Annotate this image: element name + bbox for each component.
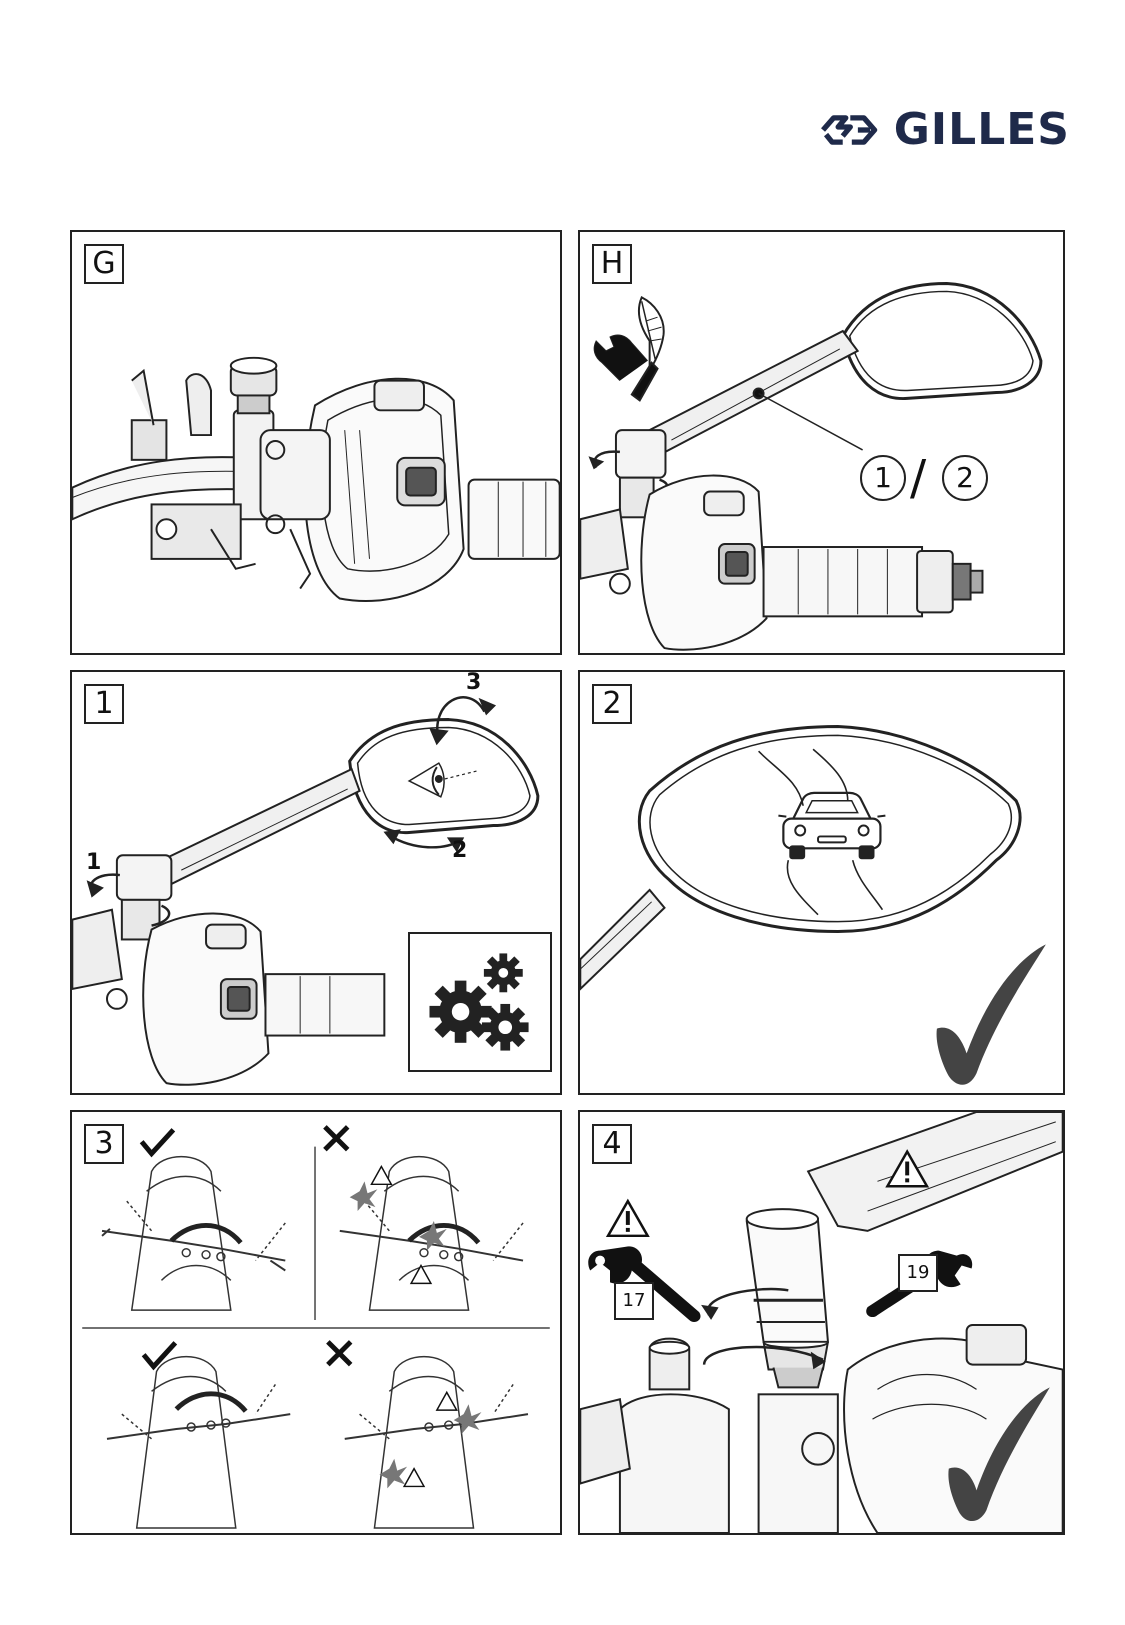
warning-icon xyxy=(370,1164,458,1488)
gilles-logo-mark-icon xyxy=(821,115,878,145)
check-icon xyxy=(948,1387,1050,1522)
mirror-view-illustration xyxy=(580,724,1046,1085)
panel-g: G xyxy=(70,230,562,655)
brand-name: GILLES xyxy=(893,104,1070,155)
mirror-installed-illustration xyxy=(580,282,1043,651)
panel-label: G xyxy=(84,244,124,284)
eye-icon xyxy=(407,762,477,798)
panel-label: 2 xyxy=(592,684,632,724)
panel-4: 4 xyxy=(578,1110,1065,1535)
panel-label: 3 xyxy=(84,1124,124,1164)
gears-box xyxy=(408,932,552,1072)
panel-3: 3 xyxy=(70,1110,562,1535)
brand-logo: GILLES xyxy=(820,100,1070,160)
wrench-icon xyxy=(588,1246,701,1323)
torque-value-left: 17 xyxy=(614,1282,654,1320)
step-number-2: 2 xyxy=(452,838,468,863)
check-icon xyxy=(141,1341,178,1371)
torque-value-right: 19 xyxy=(898,1254,938,1292)
callout-option-1: 1 xyxy=(860,455,906,501)
step-number-1: 1 xyxy=(86,850,102,875)
cross-icon xyxy=(326,1340,353,1367)
panel-label: H xyxy=(592,244,632,284)
gears-icon xyxy=(429,953,529,1051)
panel-label: 4 xyxy=(592,1124,632,1164)
panel-2: 2 xyxy=(578,670,1065,1095)
car-icon xyxy=(778,791,886,860)
callout-separator: / xyxy=(910,450,927,506)
check-icon xyxy=(936,944,1046,1085)
panel-h: H xyxy=(578,230,1065,655)
panel-label: 1 xyxy=(84,684,124,724)
check-icon xyxy=(139,1128,176,1158)
step-number-3: 3 xyxy=(466,670,482,695)
mirror-adjustment-illustration xyxy=(72,696,540,1086)
wrench-leaf-icon xyxy=(593,296,665,402)
cross-icon xyxy=(323,1125,350,1152)
handlebar-switch-illustration xyxy=(72,356,560,603)
torque-tightening-illustration xyxy=(580,1112,1063,1533)
warning-icon xyxy=(885,1149,930,1188)
handlebar-clearance-illustration xyxy=(82,1125,550,1529)
callout-option-2: 2 xyxy=(942,455,988,501)
panel-1: 1 xyxy=(70,670,562,1095)
warning-icon xyxy=(605,1198,650,1238)
